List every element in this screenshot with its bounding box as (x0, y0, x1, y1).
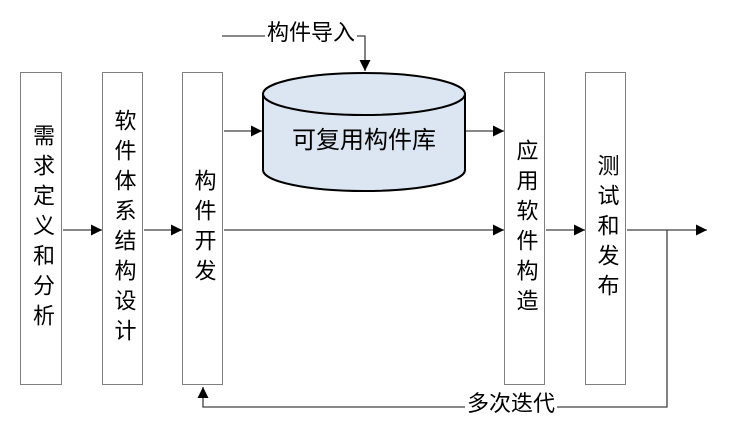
cylinder-top (262, 72, 466, 116)
process-box-app-construction-label: 应用软件构造 (512, 138, 538, 319)
process-box-test-release-label: 测试和发布 (593, 153, 619, 304)
process-box-component-dev: 构件开发 (182, 72, 223, 385)
cylinder-body (262, 94, 466, 192)
reusable-library-label: 可复用构件库 (292, 126, 436, 154)
process-box-app-construction: 应用软件构造 (504, 72, 545, 385)
component-import-label: 构件导入 (265, 21, 358, 46)
process-box-requirements-label: 需求定义和分析 (29, 123, 54, 334)
process-box-architecture-label: 软件体系结构设计 (110, 108, 136, 349)
reusable-library-cylinder (262, 72, 466, 192)
iteration-label: 多次迭代 (465, 392, 558, 417)
process-box-architecture: 软件体系结构设计 (102, 72, 143, 385)
arrow-iteration-feedback (197, 230, 668, 408)
process-box-component-dev-label: 构件开发 (190, 168, 216, 289)
process-box-test-release: 测试和发布 (585, 72, 626, 385)
process-box-requirements: 需求定义和分析 (20, 72, 62, 385)
